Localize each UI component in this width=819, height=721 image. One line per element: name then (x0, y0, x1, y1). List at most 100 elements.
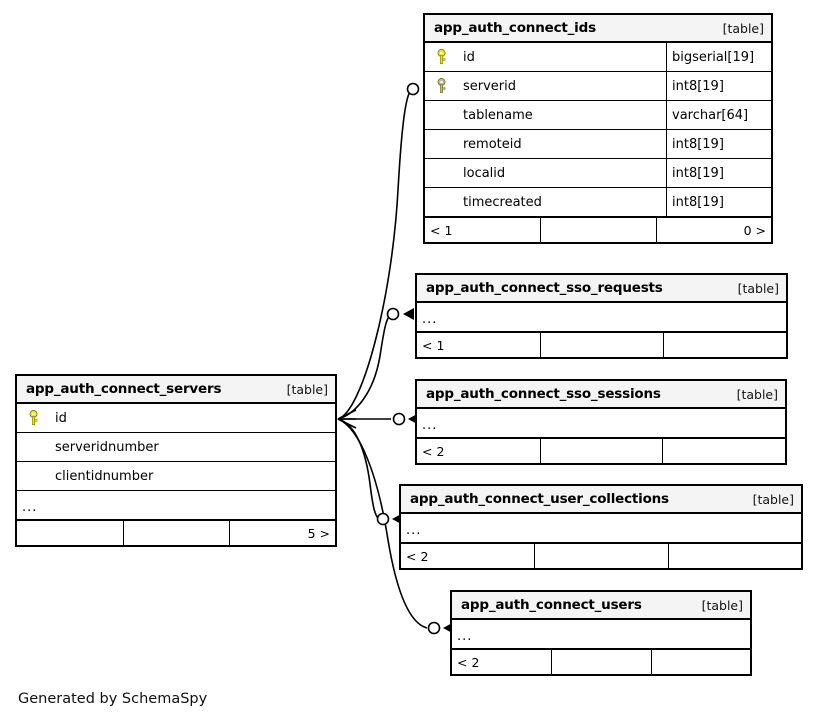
column-name: serverid (463, 78, 517, 94)
ellipsis-label: ... (22, 500, 38, 515)
footer-cell[interactable] (551, 650, 650, 674)
table-header: app_auth_connect_user_collections[table] (401, 486, 801, 514)
column-name-cell: serveridnumber (17, 433, 335, 461)
table-header: app_auth_connect_users [table] (452, 592, 750, 620)
cardinality-circle-users (427, 621, 441, 635)
table-name: app_auth_connect_ids (434, 20, 596, 36)
table-header: app_auth_connect_sso_sessions [table] (417, 381, 785, 409)
cardinality-circle-ids (406, 82, 420, 96)
hidden-columns-ellipsis-row: ... (417, 409, 785, 438)
edge-servers-to-user-collections (337, 418, 380, 520)
column-type-cell: int8[19] (666, 188, 771, 216)
column-name-cell: remoteid (425, 130, 666, 158)
table-node-app-auth-connect-sso-sessions[interactable]: app_auth_connect_sso_sessions [table]... <… (415, 379, 787, 465)
column-row[interactable]: remoteid int8[19] (425, 130, 771, 159)
column-name: id (463, 49, 475, 65)
hidden-columns-ellipsis-row: ... (417, 303, 786, 332)
column-name-cell: localid (425, 159, 666, 187)
footer-cell[interactable]: < 2 (422, 443, 445, 459)
table-footer: < 1 (417, 332, 786, 357)
edge-servers-to-sso-requests (337, 313, 392, 420)
footer-cell[interactable] (534, 544, 667, 568)
primary-key-icon (431, 49, 462, 65)
column-name: remoteid (463, 136, 522, 152)
table-header: app_auth_connect_ids [table] (425, 15, 771, 43)
column-type-cell: varchar[64] (666, 101, 771, 129)
table-kind-label: [table] (722, 20, 764, 36)
column-row[interactable]: localid int8[19] (425, 159, 771, 188)
table-footer: 5 > (17, 520, 335, 545)
table-node-app-auth-connect-users[interactable]: app_auth_connect_users [table]... < 2 (450, 590, 752, 676)
table-name: app_auth_connect_sso_sessions (426, 386, 661, 402)
table-footer: < 1 0 > (425, 217, 771, 242)
table-kind-label: [table] (701, 597, 743, 613)
column-name: clientidnumber (55, 468, 154, 484)
primary-key-icon (23, 410, 54, 426)
footer-cell[interactable] (123, 521, 229, 545)
column-name-cell: id (17, 404, 335, 432)
table-kind-label: [table] (286, 381, 328, 397)
footer-cell[interactable] (17, 521, 123, 545)
table-footer: < 2 (417, 438, 785, 463)
footer-cell[interactable] (539, 439, 663, 463)
table-name: app_auth_connect_user_collections (410, 491, 669, 507)
table-header: app_auth_connect_servers [table] (17, 376, 335, 404)
ellipsis-label: ... (406, 523, 422, 538)
footer-cell[interactable] (650, 650, 750, 674)
footer-cell[interactable] (667, 544, 801, 568)
footer-cell[interactable] (540, 218, 655, 242)
column-row[interactable]: tablename varchar[64] (425, 101, 771, 130)
column-name: tablename (463, 107, 533, 123)
column-name-cell: serverid (425, 72, 666, 100)
ellipsis-label: ... (422, 312, 438, 327)
table-node-app-auth-connect-sso-requests[interactable]: app_auth_connect_sso_requests[table]... <… (415, 273, 788, 359)
table-node-app-auth-connect-servers[interactable]: app_auth_connect_servers [table] id serveri… (15, 374, 337, 547)
column-row[interactable]: serveridnumber (17, 433, 335, 462)
column-name-cell: id (425, 43, 666, 71)
table-node-app-auth-connect-ids[interactable]: app_auth_connect_ids [table] id bigserial[1… (423, 13, 773, 244)
footer-cell[interactable]: < 1 (430, 222, 453, 238)
table-kind-label: [table] (736, 386, 778, 402)
crowsfoot-servers (337, 409, 357, 429)
column-name: localid (463, 165, 506, 181)
column-name: id (55, 410, 67, 426)
column-row[interactable]: serverid int8[19] (425, 72, 771, 101)
footer-cell[interactable] (662, 439, 785, 463)
arrowhead-sso-requests (403, 308, 414, 320)
table-name: app_auth_connect_users (461, 597, 642, 613)
footer-cell[interactable]: 0 > (655, 218, 771, 242)
hidden-columns-ellipsis-row: ... (17, 491, 335, 520)
table-name: app_auth_connect_sso_requests (426, 280, 663, 296)
table-footer: < 2 (401, 543, 801, 568)
footer-cell[interactable]: < 1 (422, 337, 445, 353)
footer-cell[interactable] (663, 333, 786, 357)
table-footer: < 2 (452, 649, 750, 674)
footer-cell[interactable]: < 2 (406, 548, 429, 564)
table-node-app-auth-connect-user-collections[interactable]: app_auth_connect_user_collections[table]… (399, 484, 803, 570)
hidden-columns-ellipsis-row: ... (401, 514, 801, 543)
column-name-cell: clientidnumber (17, 462, 335, 490)
column-type-cell: int8[19] (666, 130, 771, 158)
foreign-key-icon (431, 78, 462, 94)
ellipsis-label: ... (457, 629, 473, 644)
cardinality-circle-user-collections (376, 512, 390, 526)
cardinality-circle-sso-requests (386, 307, 400, 321)
table-name: app_auth_connect_servers (26, 381, 222, 397)
column-row[interactable]: id (17, 404, 335, 433)
column-name-cell: timecreated (425, 188, 666, 216)
edge-servers-to-ids (337, 89, 412, 420)
column-type-cell: int8[19] (666, 159, 771, 187)
footer-cell[interactable] (540, 333, 663, 357)
hidden-columns-ellipsis-row: ... (452, 620, 750, 649)
column-row[interactable]: id bigserial[19] (425, 43, 771, 72)
column-type-cell: bigserial[19] (666, 43, 771, 71)
footer-cell[interactable]: < 2 (457, 654, 480, 670)
column-name-cell: tablename (425, 101, 666, 129)
table-header: app_auth_connect_sso_requests[table] (417, 275, 786, 303)
cardinality-circle-sso-sessions (392, 412, 406, 426)
footer-cell[interactable]: 5 > (229, 521, 335, 545)
column-type-cell: int8[19] (666, 72, 771, 100)
column-row[interactable]: clientidnumber (17, 462, 335, 491)
